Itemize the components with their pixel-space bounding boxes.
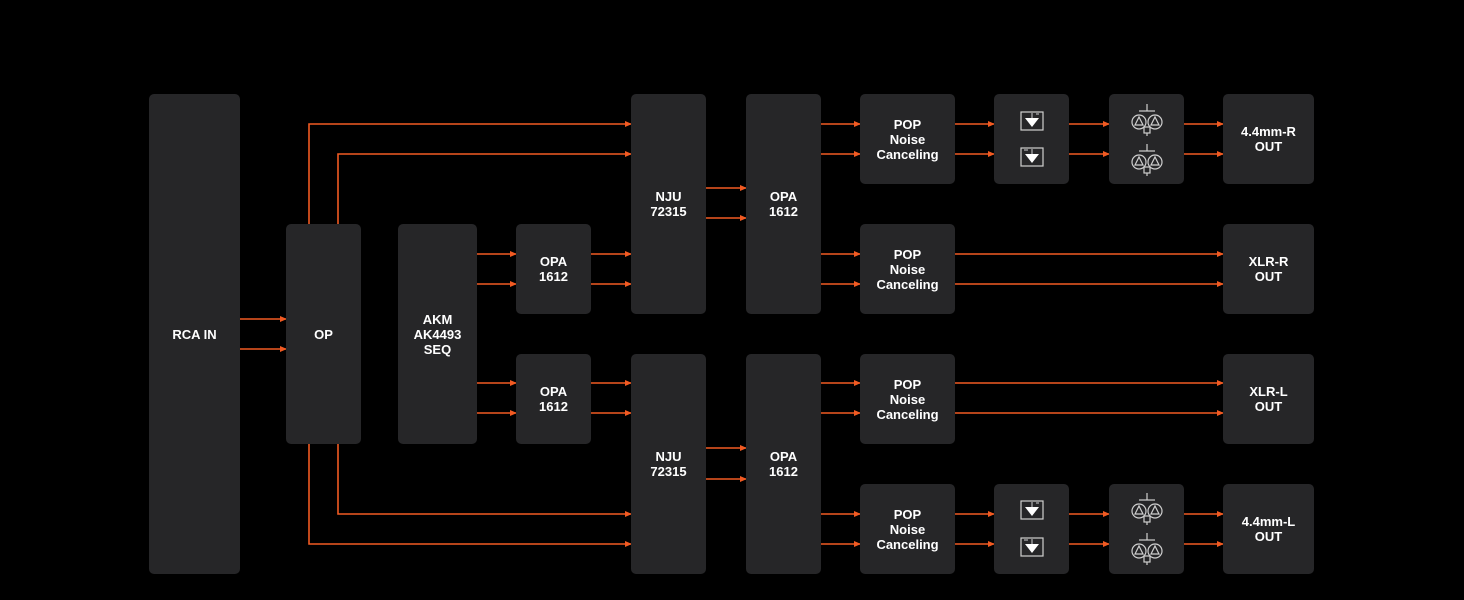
opa-top-big-label: OPA 1612 — [769, 189, 798, 219]
dual-transistor-icon — [1131, 104, 1163, 136]
pop-noise-block-1: POP Noise Canceling — [860, 94, 955, 184]
opa-bottom-small-block: OPA 1612 — [516, 354, 591, 444]
buffer-block-top — [994, 94, 1069, 184]
op-block: OP — [286, 224, 361, 444]
pop-noise-label-3: POP Noise Canceling — [876, 376, 939, 422]
op-amp-buffer-icon — [1020, 147, 1044, 167]
opa-bottom-small-label: OPA 1612 — [539, 384, 568, 414]
buffer-block-bottom — [994, 484, 1069, 574]
out-xlr-l-block: XLR-L OUT — [1223, 354, 1314, 444]
rca-in-block: RCA IN — [149, 94, 240, 574]
nju-bottom-label: NJU 72315 — [650, 449, 687, 479]
pop-noise-block-2: POP Noise Canceling — [860, 224, 955, 314]
out-44mm-l-block: 4.4mm-L OUT — [1223, 484, 1314, 574]
rca-in-label: RCA IN — [172, 326, 217, 342]
opa-top-small-label: OPA 1612 — [539, 254, 568, 284]
out-xlr-l-label: XLR-L OUT — [1249, 384, 1288, 414]
signal-line — [337, 444, 632, 517]
out-44mm-r-label: 4.4mm-R OUT — [1241, 124, 1296, 154]
opa-bottom-big-label: OPA 1612 — [769, 449, 798, 479]
akm-dac-label: AKM AK4493 SEQ — [413, 311, 462, 357]
dual-transistor-icon — [1131, 144, 1163, 176]
nju-bottom-block: NJU 72315 — [631, 354, 706, 574]
opa-bottom-big-block: OPA 1612 — [746, 354, 821, 574]
op-label: OP — [314, 326, 333, 342]
op-amp-buffer-icon — [1020, 537, 1044, 557]
op-amp-buffer-icon — [1020, 500, 1044, 520]
pop-noise-block-4: POP Noise Canceling — [860, 484, 955, 574]
signal-line — [308, 121, 632, 224]
opa-top-big-block: OPA 1612 — [746, 94, 821, 314]
op-amp-buffer-icon — [1020, 111, 1044, 131]
nju-top-label: NJU 72315 — [650, 189, 687, 219]
pop-noise-label-1: POP Noise Canceling — [876, 116, 939, 162]
out-xlr-r-block: XLR-R OUT — [1223, 224, 1314, 314]
pop-noise-label-4: POP Noise Canceling — [876, 506, 939, 552]
out-44mm-r-block: 4.4mm-R OUT — [1223, 94, 1314, 184]
dual-transistor-icon — [1131, 533, 1163, 565]
signal-line — [308, 444, 632, 547]
dual-transistor-icon — [1131, 493, 1163, 525]
out-44mm-l-label: 4.4mm-L OUT — [1241, 514, 1296, 544]
pop-noise-block-3: POP Noise Canceling — [860, 354, 955, 444]
nju-top-block: NJU 72315 — [631, 94, 706, 314]
akm-dac-block: AKM AK4493 SEQ — [398, 224, 477, 444]
out-xlr-r-label: XLR-R OUT — [1248, 254, 1289, 284]
opa-top-small-block: OPA 1612 — [516, 224, 591, 314]
pop-noise-label-2: POP Noise Canceling — [876, 246, 939, 292]
signal-line — [337, 151, 632, 224]
